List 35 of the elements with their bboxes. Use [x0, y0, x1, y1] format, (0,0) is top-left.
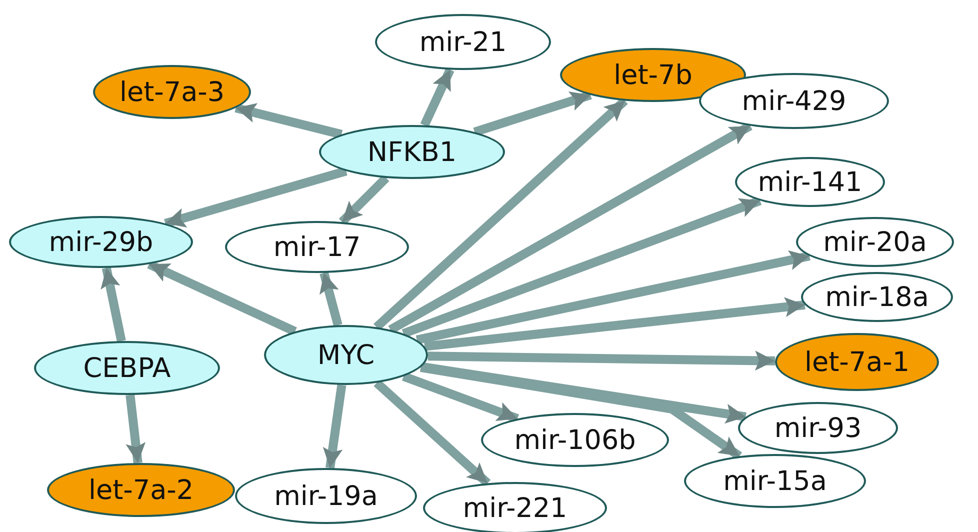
arrow	[424, 297, 806, 351]
node-label: mir-141	[758, 166, 862, 198]
node-label: let-7a-1	[804, 346, 910, 378]
node-label: mir-429	[742, 86, 846, 116]
node-ellipse	[796, 217, 954, 267]
node-label: NFKB1	[367, 136, 457, 168]
node-label: mir-21	[419, 26, 507, 58]
node-label: let-7a-2	[88, 474, 194, 506]
arrow	[147, 260, 297, 336]
node-label: CEBPA	[83, 352, 171, 384]
node-label: let-7b	[614, 60, 692, 90]
arrow	[126, 394, 146, 464]
arrow	[473, 90, 592, 136]
arrow	[100, 267, 126, 342]
node-label: let-7a-3	[119, 76, 225, 108]
node-label: mir-17	[273, 232, 361, 262]
arrow	[416, 250, 810, 344]
node-label: mir-19a	[274, 480, 378, 512]
arrow	[420, 68, 454, 128]
arrow	[234, 103, 343, 139]
node-label: MYC	[317, 340, 375, 370]
node-label: mir-106b	[514, 424, 636, 456]
node-label: mir-18a	[825, 282, 929, 312]
arrow	[164, 166, 348, 228]
node-label: mir-221	[462, 492, 568, 524]
arrow	[402, 372, 520, 423]
arrow	[428, 350, 776, 371]
node-label: mir-15a	[723, 466, 827, 496]
node-label: mir-20a	[823, 226, 927, 258]
node-label: mir-29b	[48, 226, 154, 258]
node-ellipse	[738, 402, 898, 454]
arrow	[322, 384, 346, 469]
arrow	[320, 272, 342, 326]
node-label: mir-93	[774, 412, 862, 444]
arrow	[402, 196, 762, 338]
